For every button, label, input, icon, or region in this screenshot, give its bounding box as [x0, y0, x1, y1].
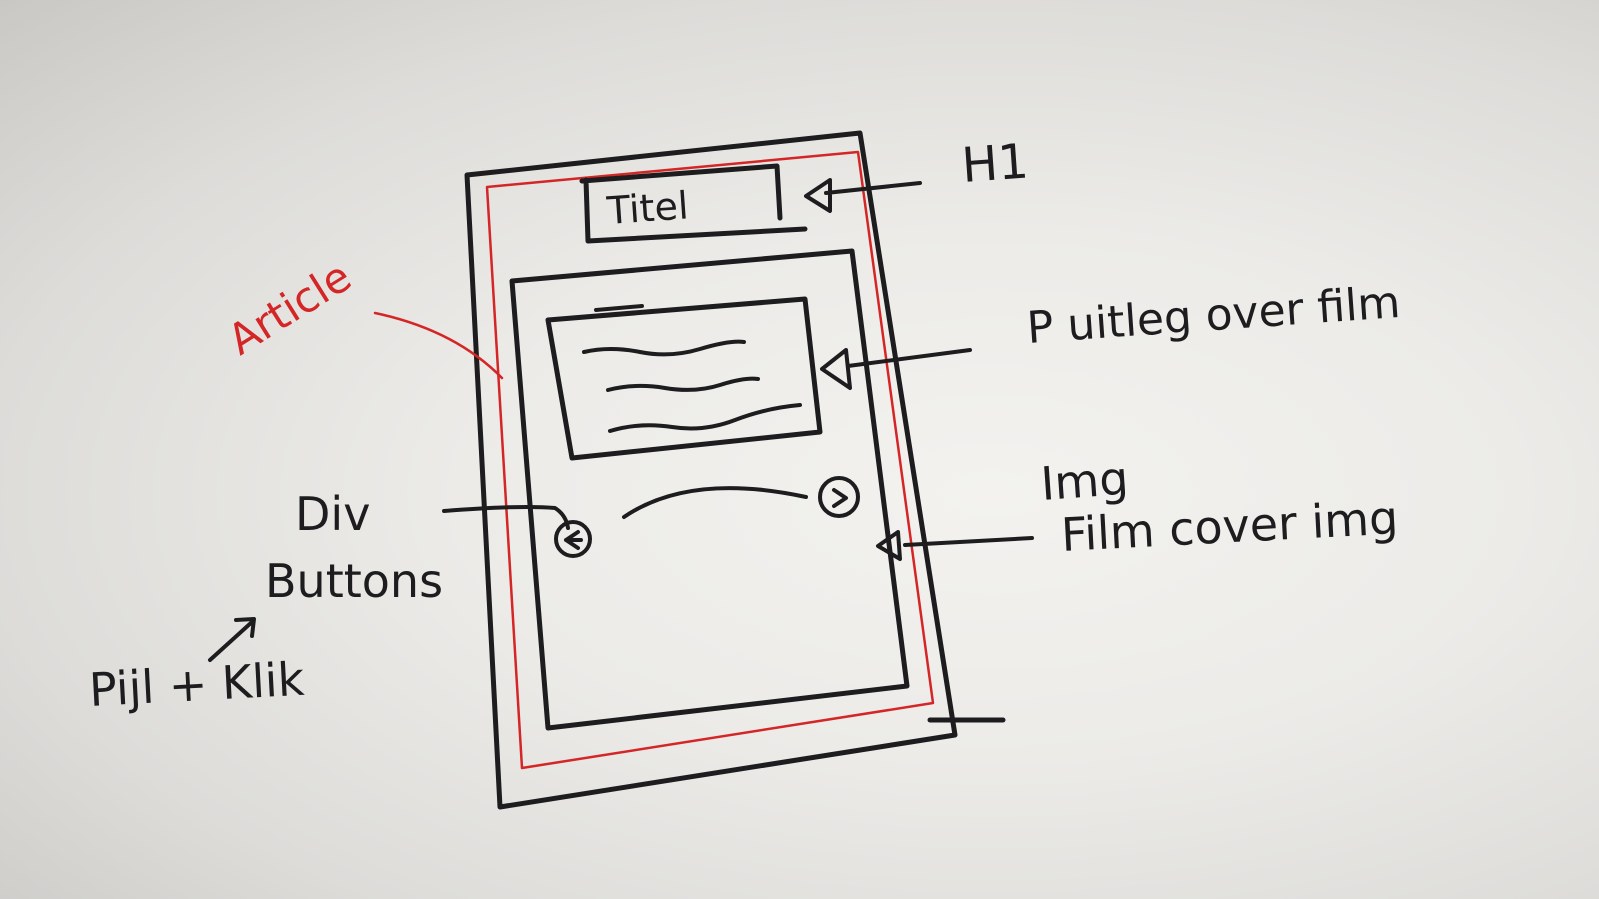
img-label-line1: Img: [1039, 451, 1130, 511]
diagonal-arrow: [208, 617, 256, 662]
next-button[interactable]: [818, 476, 860, 518]
paragraph-box: [545, 296, 823, 461]
p-label: P uitleg over film: [1025, 277, 1402, 354]
film-cover-frame: [509, 248, 910, 731]
div-label-line2: Buttons: [265, 554, 443, 608]
paragraph-line-1: [582, 339, 746, 357]
h1-label: H1: [960, 133, 1030, 194]
title-box-text: Titel: [605, 183, 690, 233]
p-arrow: [820, 348, 972, 390]
paragraph-line-3: [608, 403, 802, 433]
article-pointer: [373, 311, 504, 380]
prev-button[interactable]: [554, 520, 592, 558]
article-outline: [485, 150, 935, 770]
article-label: Article: [219, 252, 359, 365]
arrow-click-label: Pijl + Klik: [88, 652, 306, 717]
div-buttons-pointer: [442, 505, 570, 530]
img-arrow: [876, 530, 1034, 561]
div-label-line1: Div: [295, 487, 370, 541]
carousel-arc: [622, 486, 808, 519]
h1-arrow: [804, 178, 922, 213]
page-frame: [464, 130, 958, 810]
paragraph-box-tick: [594, 304, 644, 312]
title-box: [579, 163, 808, 244]
paragraph-line-2: [606, 376, 760, 392]
